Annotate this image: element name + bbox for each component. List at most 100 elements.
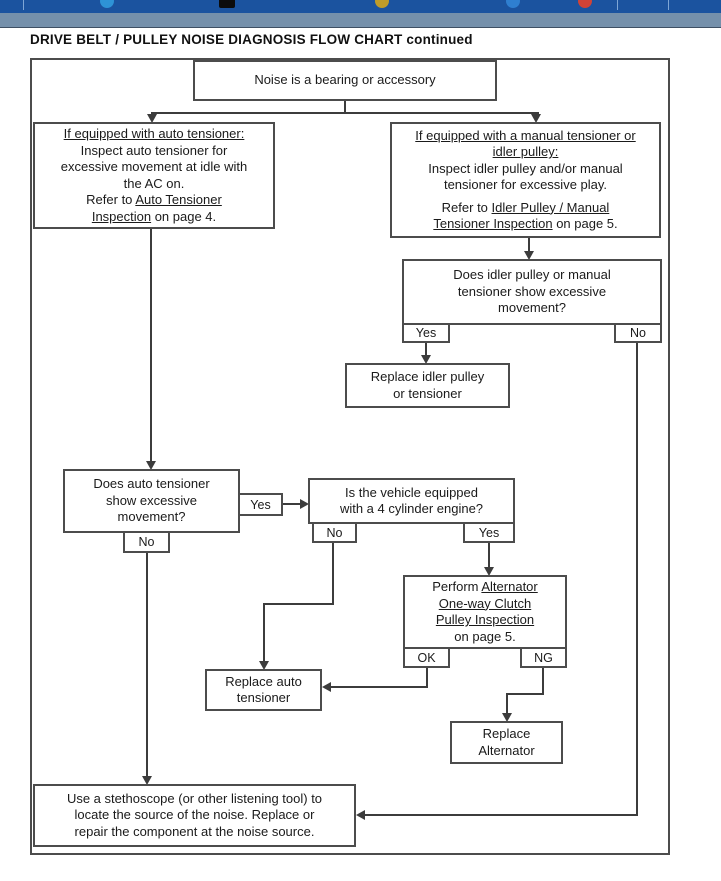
node-text: Noise is a bearing or accessory (254, 72, 436, 88)
connector-line (636, 343, 638, 816)
refer-suffix: on page 4. (151, 208, 217, 224)
node-line: Replace idler pulley (370, 369, 485, 384)
arrowhead-down (147, 114, 157, 123)
node-line: tensioner show excessive (457, 283, 607, 299)
arrowhead-left (322, 682, 331, 692)
node-line: Inspect auto tensioner for (80, 142, 228, 158)
node-line: show excessive (105, 492, 198, 508)
node-line: repair the component at the noise source… (74, 823, 315, 839)
connector-line (263, 603, 265, 662)
node-alternator-clutch-inspection: Perform Alternator One-way Clutch Pulley… (403, 575, 567, 649)
toolbar-lower-strip (0, 13, 721, 28)
tag-no: No (123, 531, 170, 553)
connector-line (151, 112, 539, 114)
connector-line (150, 229, 152, 463)
tag-ng: NG (520, 647, 567, 668)
node-heading: If equipped with auto tensioner: (63, 126, 245, 141)
reference-link: One-way Clutch (438, 595, 532, 611)
node-line: on page 5. (454, 628, 516, 644)
node-line: excessive movement at idle with (60, 159, 248, 174)
node-manual-tensioner-inspect: If equipped with a manual tensioner or i… (390, 122, 661, 238)
top-toolbar[interactable] (0, 0, 721, 13)
node-line: Tensioner Inspection on page 5. (433, 216, 617, 233)
separator (617, 0, 618, 10)
reference-link: Inspection (91, 208, 152, 224)
tag-label: Yes (478, 525, 500, 540)
node-line: Inspection on page 4. (92, 209, 216, 226)
arrowhead-down (142, 776, 152, 785)
connector-line (528, 238, 530, 253)
connector-line (506, 693, 544, 695)
node-line: Inspect idler pulley and/or manual (428, 160, 623, 176)
refer-prefix: Refer to (86, 192, 136, 207)
tag-no: No (614, 323, 662, 343)
node-heading: If equipped with a manual tensioner or (415, 127, 636, 143)
tag-ok: OK (403, 647, 450, 668)
node-line: Does idler pulley or manual (453, 267, 611, 283)
tag-label: OK (417, 650, 436, 665)
page-title: DRIVE BELT / PULLEY NOISE DIAGNOSIS FLOW… (30, 32, 473, 47)
dot-icon[interactable] (506, 0, 520, 8)
refer-suffix: on page 5. (552, 216, 618, 231)
node-line: tensioner for excessive play. (443, 177, 608, 192)
connector-line (488, 543, 490, 568)
node-replace-idler-pulley: Replace idler pulley or tensioner (345, 363, 510, 408)
connector-line (344, 100, 346, 113)
reference-link: Tensioner Inspection (433, 216, 553, 231)
arrowhead-down (524, 251, 534, 260)
tag-yes: Yes (402, 323, 450, 343)
tag-label: No (630, 326, 646, 340)
node-line: with a 4 cylinder engine? (339, 501, 484, 516)
node-line: or tensioner (393, 385, 462, 401)
connector-line (364, 814, 638, 816)
arrowhead-down (484, 567, 494, 576)
connector-line (330, 686, 428, 688)
node-four-cylinder-question: Is the vehicle equipped with a 4 cylinde… (308, 478, 515, 524)
reference-link: Pulley Inspection (435, 612, 535, 627)
document-icon[interactable] (219, 0, 235, 8)
separator (23, 0, 24, 10)
node-heading: idler pulley: (492, 144, 559, 159)
arrowhead-down (502, 713, 512, 722)
node-line: Does auto tensioner (93, 476, 210, 492)
node-line: movement? (498, 300, 566, 316)
arrowhead-down (421, 355, 431, 364)
connector-line (425, 343, 427, 357)
node-line: tensioner (236, 690, 291, 705)
connector-line (332, 543, 334, 605)
reference-link: Idler Pulley / Manual (491, 199, 610, 215)
node-line: Refer to Auto Tensioner (86, 192, 222, 209)
arrowhead-down (146, 461, 156, 470)
connector-line (426, 668, 428, 687)
node-auto-excessive-question: Does auto tensioner show excessive movem… (63, 469, 240, 533)
arrowhead-left (356, 810, 365, 820)
tag-label: No (326, 525, 343, 540)
node-idler-excessive-question: Does idler pulley or manual tensioner sh… (402, 259, 662, 325)
connector-line (542, 668, 544, 695)
node-line: movement? (117, 509, 186, 525)
arrowhead-down (531, 114, 541, 123)
node-line: Replace auto (225, 673, 302, 689)
tag-label: No (138, 535, 155, 549)
connector-line (146, 553, 148, 777)
tag-label: NG (534, 650, 553, 665)
node-auto-tensioner-inspect: If equipped with auto tensioner: Inspect… (33, 122, 275, 229)
tag-label: Yes (415, 326, 437, 340)
connector-line (283, 503, 301, 505)
tag-yes: Yes (238, 493, 283, 516)
node-replace-alternator: Replace Alternator (450, 721, 563, 764)
perform-prefix: Perform (432, 579, 482, 594)
node-line: Perform Alternator (432, 579, 538, 596)
reference-link: Auto Tensioner (135, 192, 222, 207)
reference-link: Alternator (481, 579, 538, 594)
coin-icon[interactable] (375, 0, 389, 8)
refer-prefix: Refer to (441, 199, 492, 215)
node-noise-bearing-accessory: Noise is a bearing or accessory (193, 60, 497, 101)
connector-line (506, 693, 508, 714)
arrowhead-down (259, 661, 269, 670)
badge-icon[interactable] (578, 0, 592, 8)
connector-line (263, 603, 334, 605)
node-stethoscope-locate-noise: Use a stethoscope (or other listening to… (33, 784, 356, 847)
refresh-icon[interactable] (100, 0, 114, 8)
